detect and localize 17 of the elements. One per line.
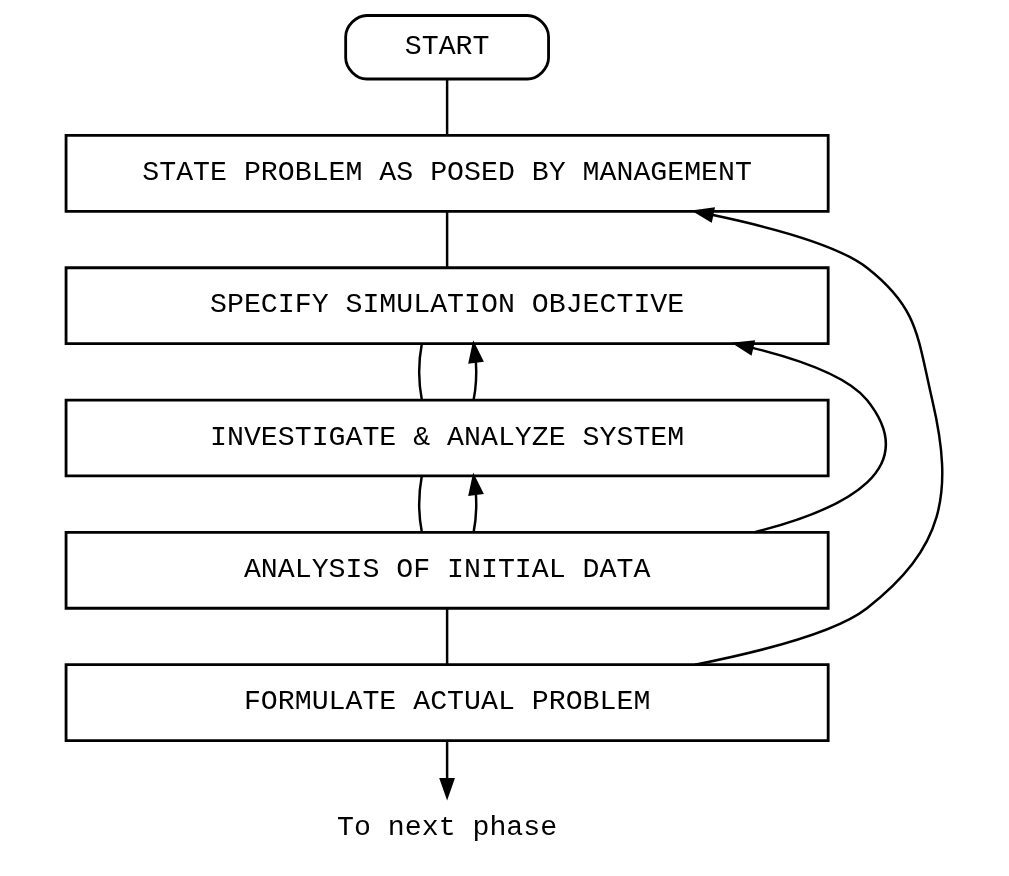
arrow [731,340,888,534]
arrow [691,207,944,666]
connector [445,211,449,268]
connector [445,608,449,665]
node-box: START [344,14,550,81]
arrow [439,741,456,801]
node-box: INVESTIGATE & ANALYZE SYSTEM [64,398,830,478]
node-box: SPECIFY SIMULATION OBJECTIVE [64,266,830,346]
node-text: To next phase [337,812,558,844]
node-box: ANALYSIS OF INITIAL DATA [64,530,830,610]
connector [418,343,424,401]
connector [445,79,449,136]
arrow [468,472,484,533]
connector [418,476,424,533]
arrow [468,340,484,401]
node-box: FORMULATE ACTUAL PROBLEM [64,663,830,742]
node-box: STATE PROBLEM AS POSED BY MANAGEMENT [64,134,830,213]
